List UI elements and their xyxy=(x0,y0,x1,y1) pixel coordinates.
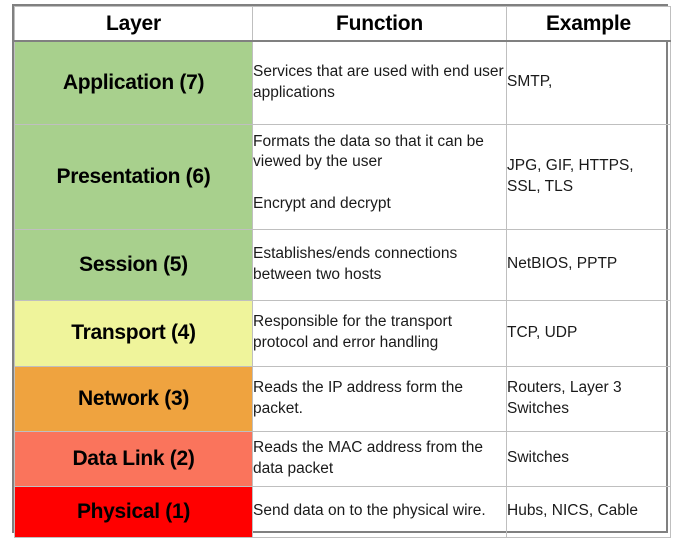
layer-cell-session: Session (5) xyxy=(14,228,253,301)
example-cell-data-link: Switches xyxy=(506,430,671,487)
column-header-layer: Layer xyxy=(14,6,253,42)
example-cell-network: Routers, Layer 3 Switches xyxy=(506,365,671,432)
table-row: Application (7) Services that are used w… xyxy=(14,40,671,125)
table-row: Transport (4) Responsible for the transp… xyxy=(14,299,671,367)
table-row: Presentation (6) Formats the data so tha… xyxy=(14,123,671,230)
function-paragraph: Establishes/ends connections between two… xyxy=(253,244,458,283)
layer-cell-physical: Physical (1) xyxy=(14,485,253,538)
function-cell-physical: Send data on to the physical wire. xyxy=(252,485,507,538)
column-header-function: Function xyxy=(252,6,507,42)
function-paragraph: Encrypt and decrypt xyxy=(253,194,391,212)
function-cell-network: Reads the IP address form the packet. xyxy=(252,365,507,432)
function-paragraph: Reads the IP address form the packet. xyxy=(253,378,463,417)
function-paragraph: Reads the MAC address from the data pack… xyxy=(253,438,484,477)
layer-cell-presentation: Presentation (6) xyxy=(14,123,253,230)
function-cell-application: Services that are used with end user app… xyxy=(252,40,507,125)
table-body: Application (7) Services that are used w… xyxy=(14,40,671,538)
layer-cell-data-link: Data Link (2) xyxy=(14,430,253,487)
table-header-row: Layer Function Example xyxy=(14,6,671,42)
example-cell-transport: TCP, UDP xyxy=(506,299,671,367)
example-cell-physical: Hubs, NICS, Cable xyxy=(506,485,671,538)
function-paragraph: Responsible for the transport protocol a… xyxy=(253,313,453,351)
table-row: Network (3) Reads the IP address form th… xyxy=(14,365,671,432)
function-cell-data-link: Reads the MAC address from the data pack… xyxy=(252,430,507,487)
function-cell-presentation: Formats the data so that it can be viewe… xyxy=(252,123,507,230)
function-paragraph: Send data on to the physical wire. xyxy=(253,502,486,520)
layer-cell-network: Network (3) xyxy=(14,365,253,432)
osi-model-table-container: Layer Function Example Application (7) S… xyxy=(12,4,671,538)
function-paragraph: Formats the data so that it can be viewe… xyxy=(253,132,484,171)
example-cell-presentation: JPG, GIF, HTTPS, SSL, TLS xyxy=(506,123,671,230)
column-header-example: Example xyxy=(506,6,671,42)
layer-cell-application: Application (7) xyxy=(14,40,253,125)
function-paragraph: Services that are used with end user app… xyxy=(253,63,504,101)
function-cell-transport: Responsible for the transport protocol a… xyxy=(252,299,507,367)
layer-cell-transport: Transport (4) xyxy=(14,299,253,367)
table-row: Data Link (2) Reads the MAC address from… xyxy=(14,430,671,487)
example-cell-application: SMTP, xyxy=(506,40,671,125)
osi-model-table: Layer Function Example Application (7) S… xyxy=(14,6,671,538)
function-cell-session: Establishes/ends connections between two… xyxy=(252,228,507,301)
table-row: Session (5) Establishes/ends connections… xyxy=(14,228,671,301)
example-cell-session: NetBIOS, PPTP xyxy=(506,228,671,301)
table-row: Physical (1) Send data on to the physica… xyxy=(14,485,671,538)
